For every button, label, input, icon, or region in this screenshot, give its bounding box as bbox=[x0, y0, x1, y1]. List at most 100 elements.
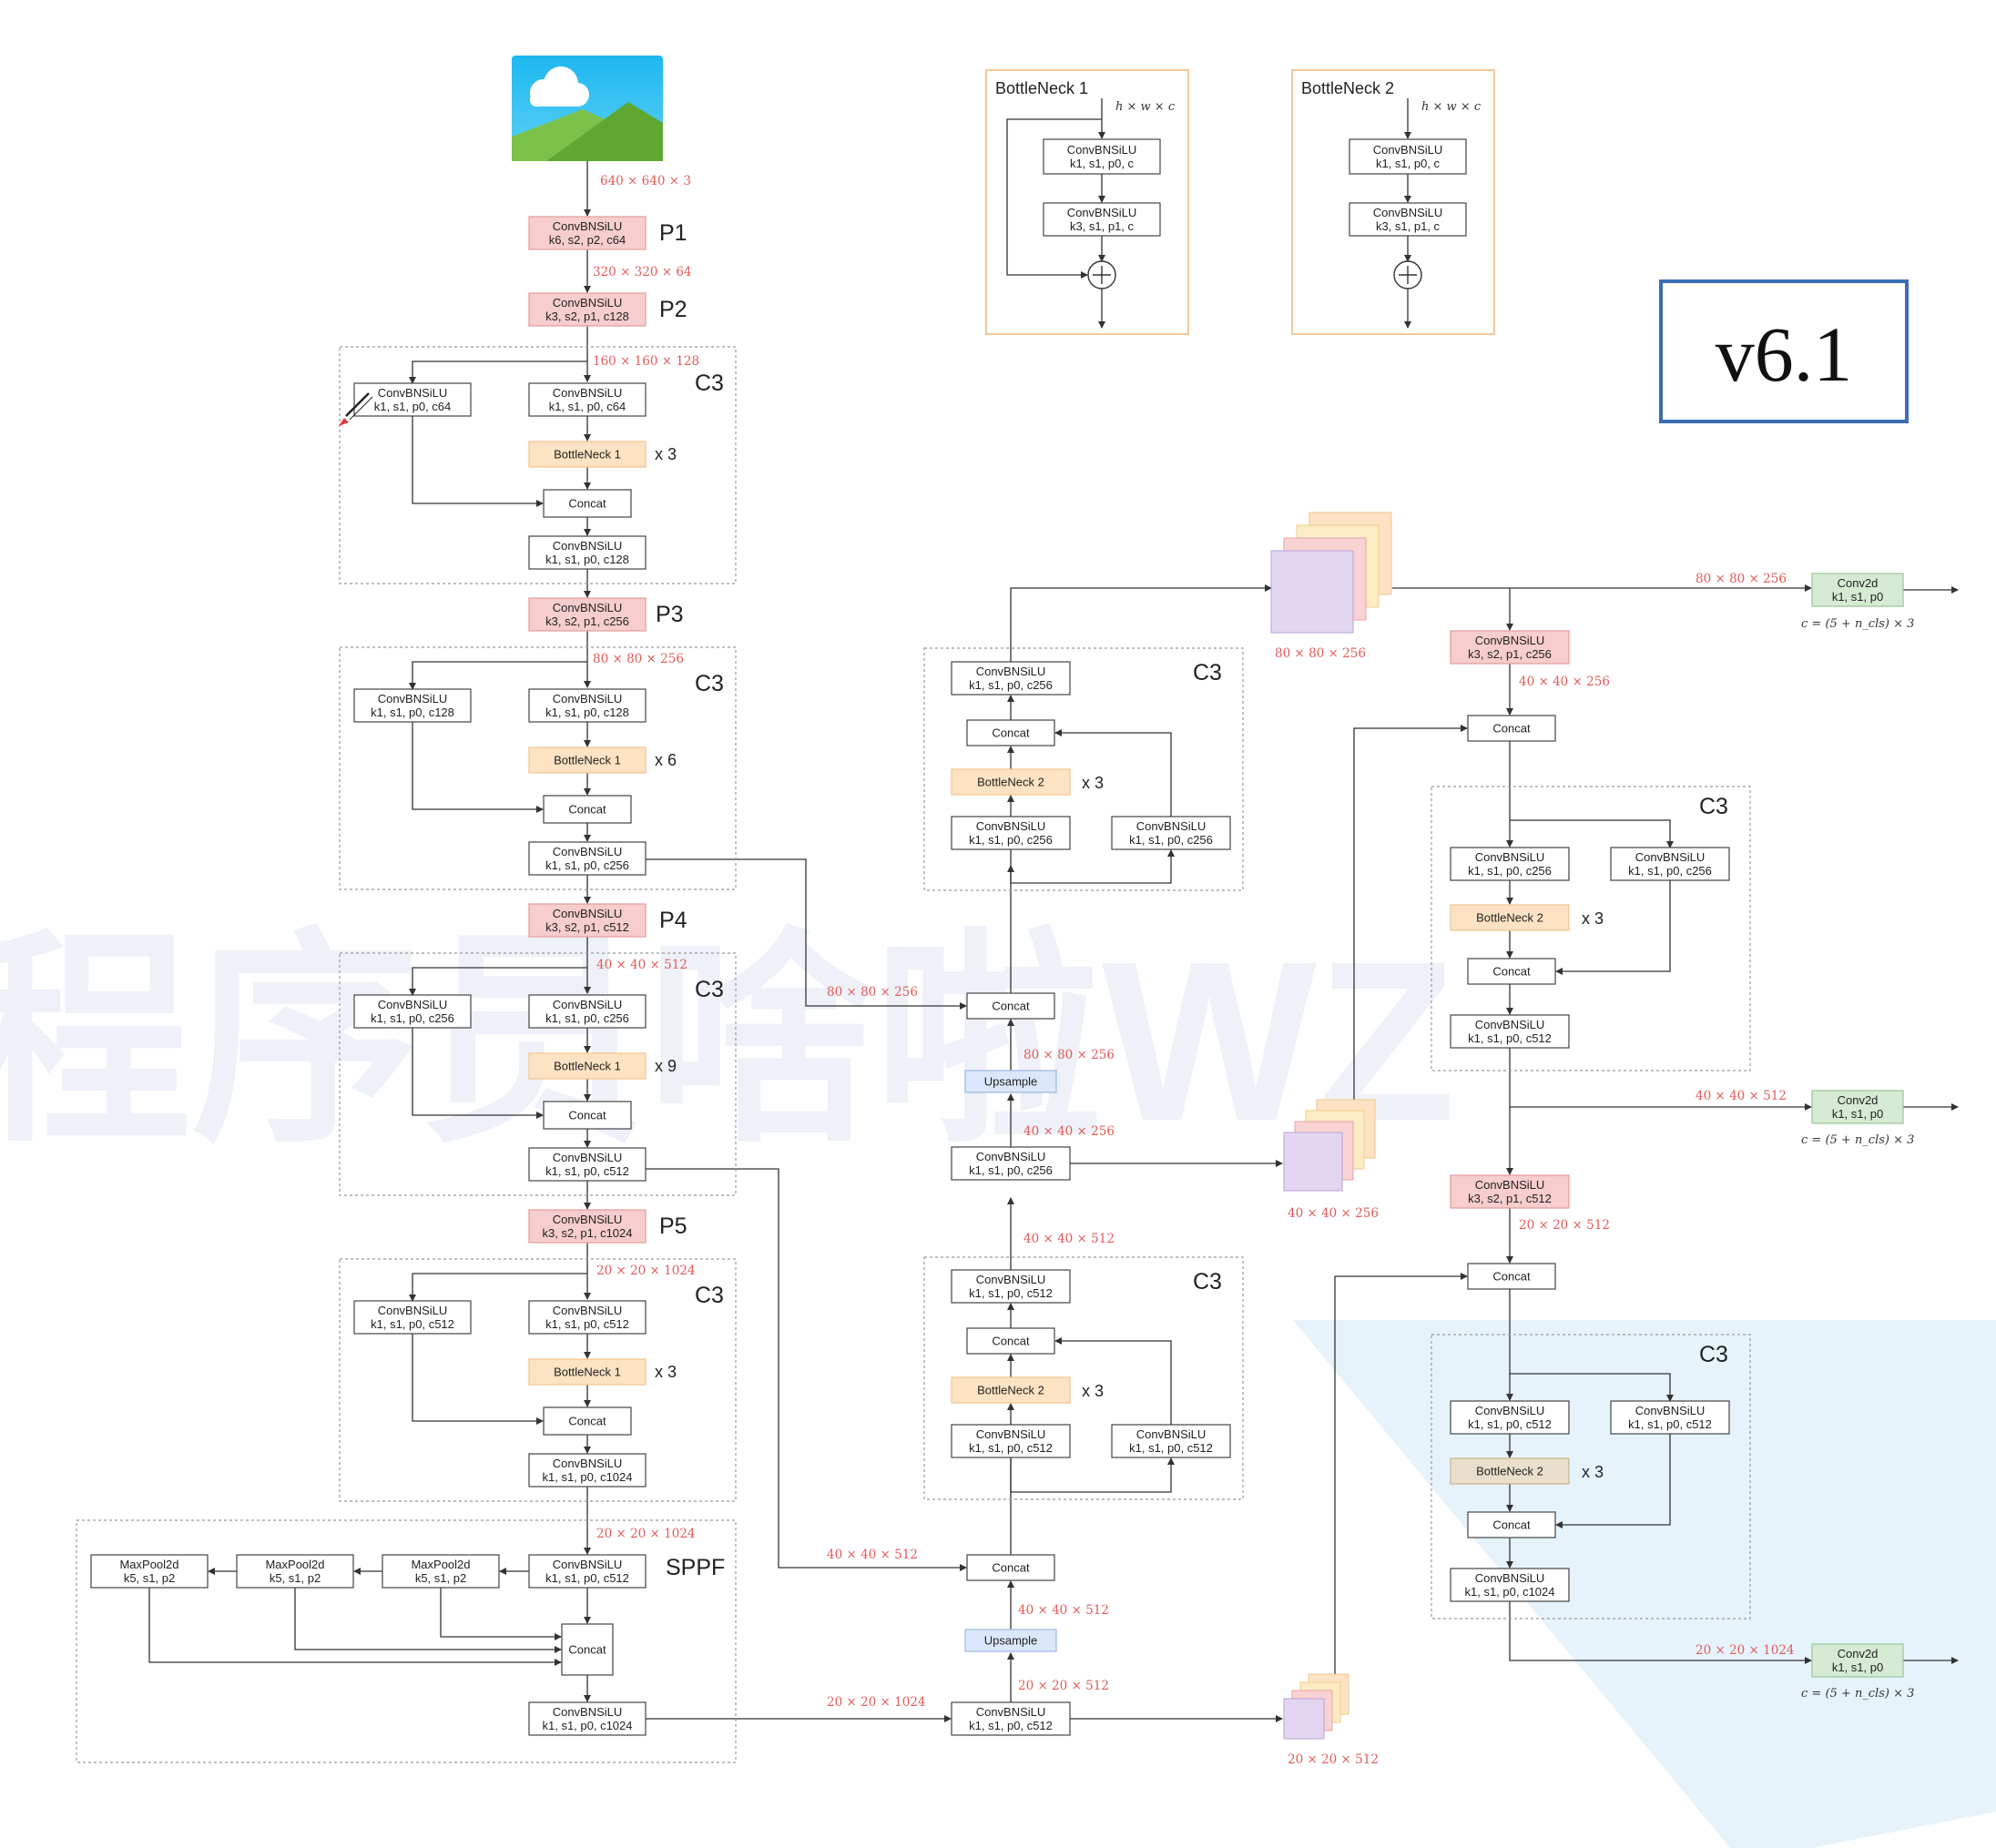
p1-label: P1 bbox=[659, 220, 687, 246]
neck-c3-b-repeat: x 3 bbox=[1082, 774, 1104, 792]
pan-concat-2-text-1: Concat bbox=[1492, 1270, 1531, 1284]
c3_1-bottleneck: BottleNeck 1 bbox=[528, 441, 647, 468]
c3_1-left-text-1: ConvBNSiLU bbox=[378, 386, 448, 400]
neck-concat-b: Concat bbox=[966, 992, 1055, 1020]
connector bbox=[412, 1334, 544, 1425]
pan-concat-1: Concat bbox=[1467, 715, 1556, 742]
neck-c3-a-right-text-1: ConvBNSiLU bbox=[1136, 1427, 1207, 1441]
pan-c3-d-concat-box bbox=[1467, 1511, 1556, 1538]
neck-concat-b-box bbox=[966, 992, 1055, 1020]
pan-c3-c-concat: Concat bbox=[1467, 958, 1556, 985]
watermark-text: 程序员啥啦WZ bbox=[0, 914, 1456, 1168]
c3_2-left-text-1: ConvBNSiLU bbox=[378, 692, 448, 706]
neck-upsample-b-text-1: Upsample bbox=[984, 1075, 1038, 1089]
pan-c3-c-repeat: x 3 bbox=[1582, 909, 1604, 928]
c3_3-right-box bbox=[528, 994, 647, 1029]
neck-c3-a-right-box bbox=[1111, 1424, 1231, 1458]
bottleneck2-conv1-text-2: k1, s1, p0, c bbox=[1376, 157, 1441, 170]
pan-down1-box bbox=[1450, 630, 1570, 665]
p2-label: P2 bbox=[659, 297, 687, 322]
c3_3-frame bbox=[339, 952, 737, 1196]
p3-conv-box bbox=[528, 597, 647, 632]
decorative-triangle bbox=[1293, 1320, 1996, 1848]
head1-conv2d-text-2: k1, s1, p0 bbox=[1832, 590, 1883, 604]
pencil-cursor-icon bbox=[339, 392, 373, 426]
pan-c3-d-left-text-1: ConvBNSiLU bbox=[1475, 1404, 1545, 1417]
c3_4-left-text-1: ConvBNSiLU bbox=[378, 1304, 448, 1317]
p5-label: P5 bbox=[659, 1213, 687, 1239]
bottleneck2-dim: h × w × c bbox=[1421, 100, 1482, 114]
c3_2-bottleneck-box bbox=[528, 746, 647, 774]
pan-c3-d-title: C3 bbox=[1699, 1342, 1728, 1367]
pan-concat-2: Concat bbox=[1467, 1263, 1556, 1290]
pan-down2-box bbox=[1450, 1174, 1570, 1209]
p4-label: P4 bbox=[659, 908, 687, 933]
c3_4-bottleneck: BottleNeck 1 bbox=[528, 1358, 647, 1386]
c3_4-bottleneck-text-1: BottleNeck 1 bbox=[554, 1366, 621, 1379]
bottleneck1-dim: h × w × c bbox=[1115, 100, 1176, 114]
pan-c3-c-concat-text-1: Concat bbox=[1492, 965, 1531, 979]
neck-c3-a-left-box bbox=[951, 1424, 1071, 1458]
connector bbox=[440, 1588, 562, 1640]
connector bbox=[148, 1588, 562, 1666]
pan-c3-d-right-text-2: k1, s1, p0, c512 bbox=[1628, 1417, 1712, 1431]
neck-c3-b-left-text-2: k1, s1, p0, c256 bbox=[969, 833, 1053, 847]
c3_3-right-text-1: ConvBNSiLU bbox=[553, 998, 623, 1011]
connector bbox=[1011, 1457, 1175, 1493]
pan-c3-d-out-box bbox=[1450, 1568, 1570, 1602]
pan-concat-2-box bbox=[1467, 1263, 1556, 1290]
connector bbox=[646, 858, 967, 1010]
stack-40-label: 40 × 40 × 256 bbox=[1288, 1206, 1379, 1221]
bottleneck2-conv2-text-1: ConvBNSiLU bbox=[1373, 206, 1443, 219]
bottleneck2-conv2-text-2: k3, s1, p1, c bbox=[1376, 219, 1441, 233]
neck-concat-a-text-1: Concat bbox=[992, 1561, 1030, 1575]
neck-c3-b-right-box bbox=[1111, 816, 1231, 850]
p5-conv-text-2: k3, s2, p1, c1024 bbox=[542, 1226, 632, 1240]
dim-pan-40-256: 40 × 40 × 256 bbox=[1519, 675, 1610, 689]
c3_3-title: C3 bbox=[695, 977, 724, 1002]
neck-upsample-a-text-1: Upsample bbox=[984, 1634, 1038, 1648]
neck-c3-b-bottleneck-box bbox=[951, 768, 1071, 796]
p4-conv-text-2: k3, s2, p1, c512 bbox=[545, 920, 629, 934]
c3_3-left-text-2: k1, s1, p0, c256 bbox=[371, 1011, 454, 1025]
c3_4-left-text-2: k1, s1, p0, c512 bbox=[371, 1317, 454, 1331]
neck-conv-b-text-1: ConvBNSiLU bbox=[976, 1150, 1046, 1163]
neck-c3-b-concat-box bbox=[966, 719, 1055, 746]
p1-conv-text-2: k6, s2, p2, c64 bbox=[549, 233, 626, 247]
neck-c3-b-left-text-1: ConvBNSiLU bbox=[976, 819, 1046, 833]
connector bbox=[1334, 1273, 1468, 1691]
pan-c3-c-out-box bbox=[1450, 1014, 1570, 1049]
stack-20-layer bbox=[1283, 1698, 1325, 1740]
dim-p3-out: 80 × 80 × 256 bbox=[593, 652, 684, 666]
c3_1-out-box bbox=[528, 535, 647, 570]
p2-conv-text-1: ConvBNSiLU bbox=[553, 296, 623, 310]
bottleneck1-conv1-text-1: ConvBNSiLU bbox=[1067, 143, 1137, 157]
bottleneck2-frame bbox=[1291, 69, 1495, 335]
c3_1-right-text-2: k1, s1, p0, c64 bbox=[549, 400, 626, 413]
head3-conv2d-text-1: Conv2d bbox=[1838, 1647, 1879, 1660]
dim-sppf-in: 20 × 20 × 1024 bbox=[596, 1527, 696, 1541]
c3_2-out-text-1: ConvBNSiLU bbox=[553, 845, 623, 858]
neck-c3-a-bottleneck-text-1: BottleNeck 2 bbox=[977, 1384, 1044, 1397]
dim-pan-20-512: 20 × 20 × 512 bbox=[1519, 1218, 1610, 1233]
head1-formula: c = (5 + n_cls) × 3 bbox=[1801, 617, 1914, 631]
head3-conv2d-text-2: k1, s1, p0 bbox=[1832, 1660, 1883, 1674]
group-frames bbox=[76, 69, 1751, 1763]
sppf-conv-in-text-2: k1, s1, p0, c512 bbox=[545, 1571, 629, 1585]
p5-conv-box bbox=[528, 1209, 647, 1244]
c3_4-frame bbox=[339, 1258, 737, 1502]
c3_2-bottleneck: BottleNeck 1 bbox=[528, 746, 647, 774]
connector bbox=[409, 967, 587, 996]
neck-c3-b-out-box bbox=[951, 661, 1071, 696]
pan-c3-d-out-text-2: k1, s1, p0, c1024 bbox=[1464, 1585, 1554, 1599]
neck-c3-b-bottleneck-text-1: BottleNeck 2 bbox=[977, 776, 1044, 789]
sppf-concat-box bbox=[561, 1623, 614, 1676]
c3_1-right-box bbox=[528, 382, 647, 417]
